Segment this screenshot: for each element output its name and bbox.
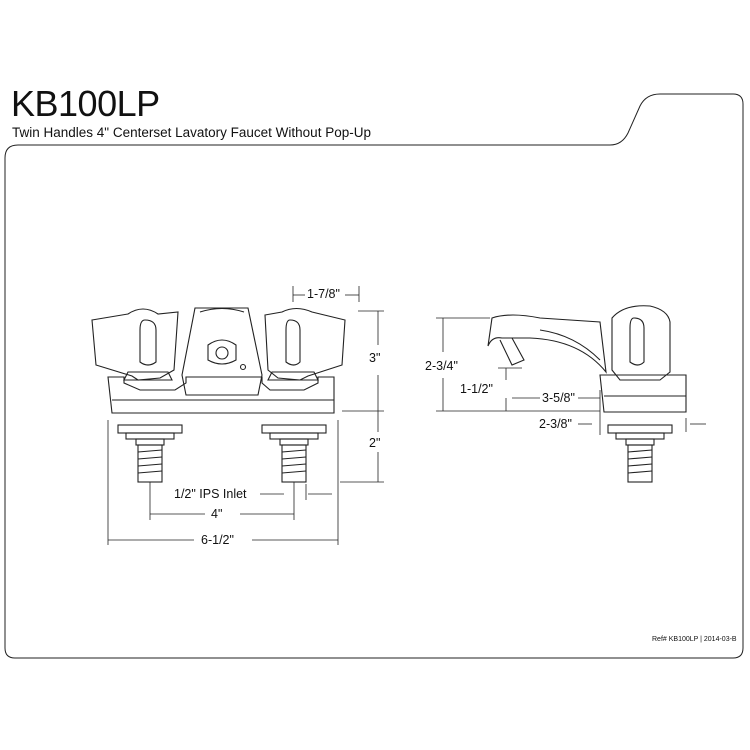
dim-inlet-label: 1/2" IPS Inlet	[173, 487, 248, 501]
dim-spout-offset-label: 1-7/8"	[306, 287, 341, 301]
left-handle	[91, 308, 179, 381]
dim-spout-height-label: 2-3/4"	[424, 359, 459, 373]
dim-reach-label: 3-5/8"	[541, 391, 576, 405]
left-shank	[117, 424, 183, 483]
dim-width-label: 6-1/2"	[200, 533, 235, 547]
lift-hole	[207, 339, 237, 365]
side-spout	[487, 314, 607, 374]
dim-aerator-height-label: 1-1/2"	[459, 382, 494, 396]
model-title: KB100LP	[11, 83, 160, 124]
page-frame	[4, 93, 744, 659]
dim-shank-label: 2"	[368, 436, 382, 450]
side-view-faucet	[487, 305, 687, 483]
dim-base-depth-label: 2-3/8"	[538, 417, 573, 431]
side-shank	[607, 424, 673, 483]
side-handle	[611, 305, 671, 381]
right-handle	[264, 307, 346, 381]
dim-height-label: 3"	[368, 351, 382, 365]
dim-center-label: 4"	[210, 507, 224, 521]
right-shank	[261, 424, 327, 483]
reference-code: Ref# KB100LP | 2014-03-B	[652, 636, 737, 643]
front-view-dimensions	[107, 286, 384, 545]
faucet-base	[107, 376, 335, 414]
spout-body	[181, 307, 263, 396]
side-view-dimensions	[436, 317, 706, 435]
model-description: Twin Handles 4" Centerset Lavatory Fauce…	[12, 125, 371, 140]
front-view-faucet	[91, 307, 346, 483]
side-base	[599, 374, 687, 413]
